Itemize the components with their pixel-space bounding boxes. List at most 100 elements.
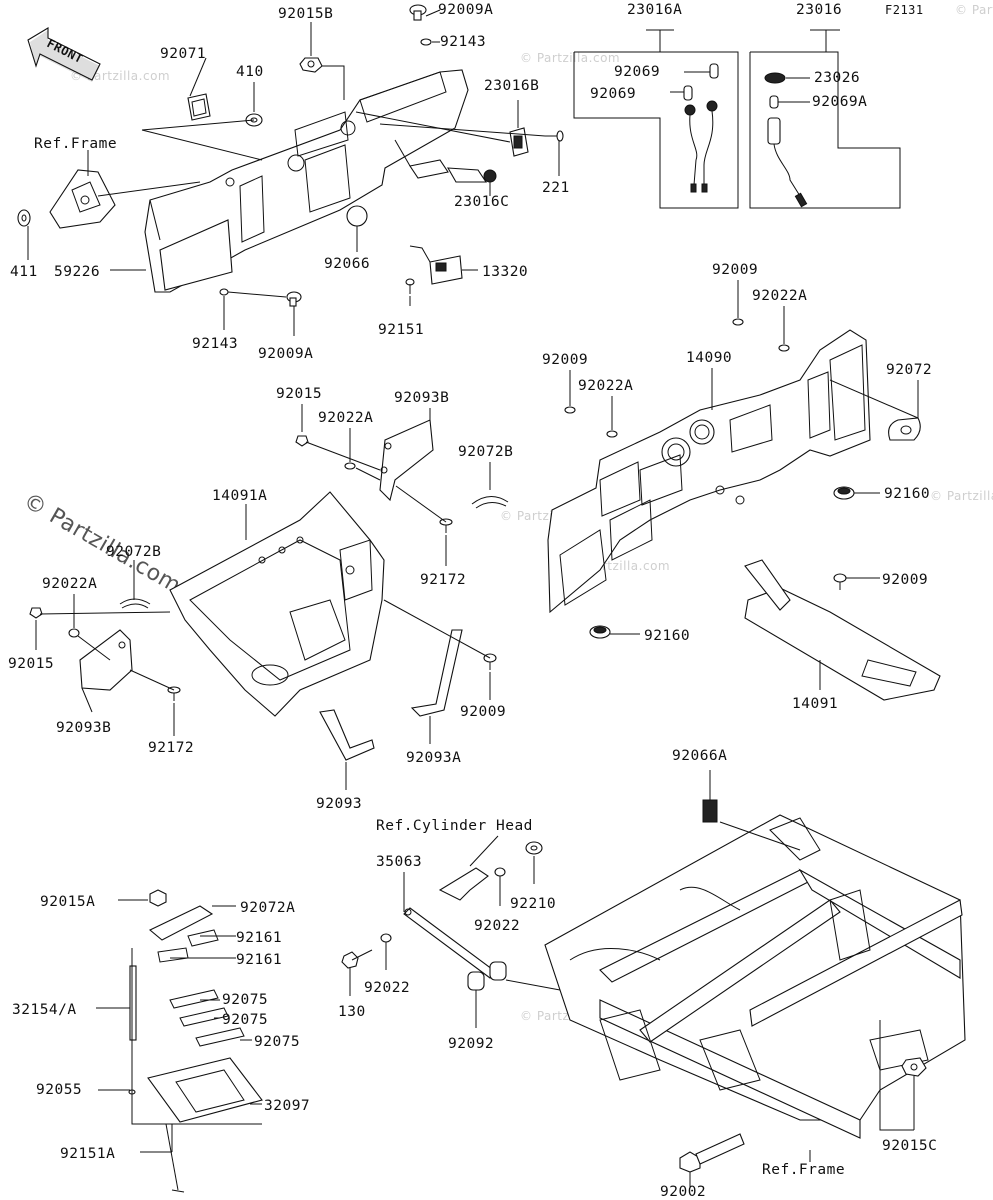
- label-92069-a[interactable]: 92069: [614, 64, 660, 80]
- box-23016: [749, 29, 901, 209]
- label-92160-b[interactable]: 92160: [644, 628, 690, 644]
- label-23016B[interactable]: 23016B: [484, 78, 539, 94]
- label-32097[interactable]: 32097: [264, 1098, 310, 1114]
- screw-92172-a: [439, 518, 453, 533]
- label-92161-a[interactable]: 92161: [236, 930, 282, 946]
- label-92072[interactable]: 92072: [886, 362, 932, 378]
- label-ref-frame-top[interactable]: Ref.Frame: [34, 136, 117, 152]
- bolt-92009-b: [564, 406, 576, 414]
- label-92093B-b[interactable]: 92093B: [56, 720, 111, 736]
- label-92009-b[interactable]: 92009: [542, 352, 588, 368]
- leaders-bot-left: [96, 899, 262, 1153]
- label-92022A-a[interactable]: 92022A: [752, 288, 807, 304]
- washer-92143-bot: [219, 288, 229, 296]
- label-92009-d[interactable]: 92009: [460, 704, 506, 720]
- label-92151A[interactable]: 92151A: [60, 1146, 115, 1162]
- ref-code: F2131: [885, 3, 924, 17]
- label-92009A-bot[interactable]: 92009A: [258, 346, 313, 362]
- label-92072A[interactable]: 92072A: [240, 900, 295, 916]
- label-13320[interactable]: 13320: [482, 264, 528, 280]
- part-labels: 92015B 92009A 92143 23016A 23016 92071 4…: [8, 2, 937, 1200]
- label-92161-b[interactable]: 92161: [236, 952, 282, 968]
- label-23026[interactable]: 23026: [814, 70, 860, 86]
- label-92009A-top[interactable]: 92009A: [438, 2, 493, 18]
- screw-92151: [405, 278, 415, 294]
- label-92069-b[interactable]: 92069: [590, 86, 636, 102]
- label-92022-b[interactable]: 92022: [364, 980, 410, 996]
- label-92009-a[interactable]: 92009: [712, 262, 758, 278]
- collar-92210b: [489, 961, 507, 981]
- clip-92072: [888, 417, 921, 441]
- label-14091[interactable]: 14091: [792, 696, 838, 712]
- label-92075-a[interactable]: 92075: [222, 992, 268, 1008]
- label-92015C[interactable]: 92015C: [882, 1138, 937, 1154]
- label-92022A-c[interactable]: 92022A: [318, 410, 373, 426]
- label-92055[interactable]: 92055: [36, 1082, 82, 1098]
- nut-92015: [295, 435, 309, 447]
- collar-92210: [525, 841, 543, 855]
- label-92093B-a[interactable]: 92093B: [394, 390, 449, 406]
- leaders-top: [27, 9, 560, 336]
- rear-panel-14090: [547, 329, 871, 614]
- bracket-92093A: [410, 629, 463, 717]
- label-92071[interactable]: 92071: [160, 46, 206, 62]
- label-ref-frame-bot[interactable]: Ref.Frame: [762, 1162, 845, 1178]
- label-411[interactable]: 411: [10, 264, 38, 280]
- label-92143-bot[interactable]: 92143: [192, 336, 238, 352]
- label-59226[interactable]: 59226: [54, 264, 100, 280]
- ref-frame-bracket: [49, 169, 116, 229]
- label-92069A[interactable]: 92069A: [812, 94, 867, 110]
- svg-text:© Partzilla.com: © Partzilla.com: [955, 3, 993, 17]
- label-32154A[interactable]: 32154/A: [12, 1002, 77, 1018]
- label-92172-a[interactable]: 92172: [420, 572, 466, 588]
- label-ref-cylinder-head[interactable]: Ref.Cylinder Head: [376, 818, 533, 834]
- label-23016C[interactable]: 23016C: [454, 194, 509, 210]
- label-92075-c[interactable]: 92075: [254, 1034, 300, 1050]
- nut-92015C: [901, 1057, 927, 1077]
- label-92151[interactable]: 92151: [378, 322, 424, 338]
- washer-92022A-a: [778, 344, 790, 352]
- svg-text:© Partzilla.com: © Partzilla.com: [520, 51, 620, 65]
- bushing-92092: [467, 971, 485, 991]
- label-92092[interactable]: 92092: [448, 1036, 494, 1052]
- label-92075-b[interactable]: 92075: [222, 1012, 268, 1028]
- label-92172-b[interactable]: 92172: [148, 740, 194, 756]
- label-410[interactable]: 410: [236, 64, 264, 80]
- label-92066A[interactable]: 92066A: [672, 748, 727, 764]
- label-92210[interactable]: 92210: [510, 896, 556, 912]
- nut-92015-l: [29, 607, 43, 619]
- label-92022A-d[interactable]: 92022A: [42, 576, 97, 592]
- label-23016[interactable]: 23016: [796, 2, 842, 18]
- label-92015A[interactable]: 92015A: [40, 894, 95, 910]
- label-92072B-a[interactable]: 92072B: [458, 444, 513, 460]
- label-92015-l[interactable]: 92015: [8, 656, 54, 672]
- label-92072B-b[interactable]: 92072B: [106, 544, 161, 560]
- label-92143-top[interactable]: 92143: [440, 34, 486, 50]
- label-92015B[interactable]: 92015B: [278, 6, 333, 22]
- nut-92015A: [149, 889, 167, 907]
- leaders-bot-right: [349, 770, 915, 1188]
- label-14090[interactable]: 14090: [686, 350, 732, 366]
- front-arrow-icon: FRONT: [27, 27, 101, 82]
- label-92022-a[interactable]: 92022: [474, 918, 520, 934]
- sensor-92066A: [702, 799, 718, 823]
- bolt-92009A-bot: [286, 291, 302, 307]
- label-14091A[interactable]: 14091A: [212, 488, 267, 504]
- label-130[interactable]: 130: [338, 1004, 366, 1020]
- grommet-92071: [187, 93, 211, 121]
- label-92022A-b[interactable]: 92022A: [578, 378, 633, 394]
- label-23016A[interactable]: 23016A: [627, 2, 682, 18]
- label-92160-a[interactable]: 92160: [884, 486, 930, 502]
- label-92093[interactable]: 92093: [316, 796, 362, 812]
- label-92066[interactable]: 92066: [324, 256, 370, 272]
- label-35063[interactable]: 35063: [376, 854, 422, 870]
- washer-92022-b: [380, 933, 392, 943]
- label-221[interactable]: 221: [542, 180, 570, 196]
- grommet-92160-b: [589, 625, 611, 639]
- label-92009-c[interactable]: 92009: [882, 572, 928, 588]
- label-92093A[interactable]: 92093A: [406, 750, 461, 766]
- label-92002[interactable]: 92002: [660, 1184, 706, 1200]
- label-92015[interactable]: 92015: [276, 386, 322, 402]
- bracket-92093B-top: [379, 419, 434, 502]
- bracket-92093: [319, 709, 375, 761]
